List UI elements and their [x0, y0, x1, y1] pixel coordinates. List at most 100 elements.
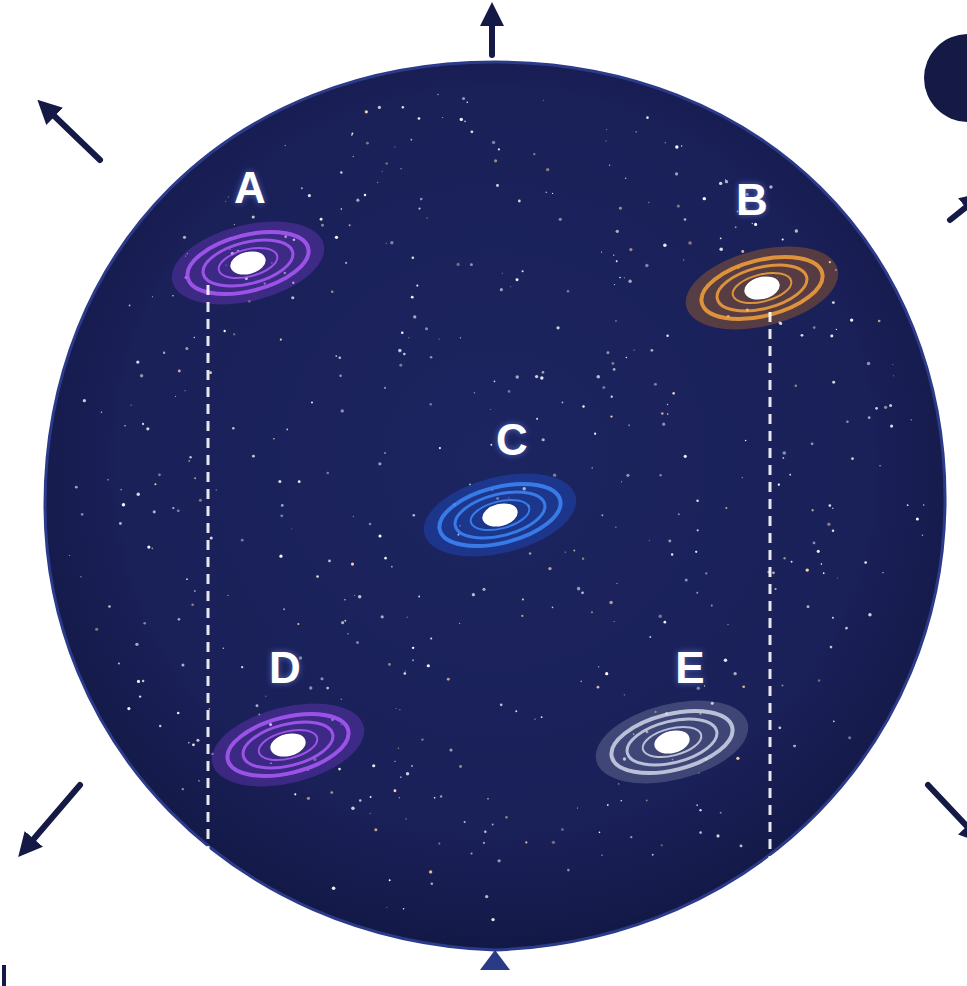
- star: [338, 356, 341, 359]
- star: [349, 224, 351, 226]
- star: [431, 883, 434, 886]
- galaxy-halo: [677, 232, 847, 343]
- star: [95, 628, 98, 631]
- star: [724, 659, 727, 662]
- star: [411, 296, 414, 299]
- star: [421, 738, 423, 740]
- star: [783, 557, 785, 559]
- star: [449, 748, 452, 751]
- star: [867, 362, 870, 365]
- star: [352, 156, 353, 157]
- star: [75, 486, 78, 489]
- star: [307, 797, 310, 800]
- star: [515, 710, 517, 712]
- star: [194, 477, 196, 479]
- star: [234, 224, 235, 225]
- star: [619, 277, 621, 279]
- star: [609, 164, 610, 165]
- star: [147, 546, 150, 549]
- star: [794, 384, 797, 387]
- star: [331, 290, 334, 293]
- star: [403, 353, 406, 356]
- star: [626, 474, 629, 477]
- corner-mark: [2, 965, 6, 986]
- star: [101, 411, 102, 412]
- star: [281, 504, 284, 507]
- star: [189, 456, 192, 459]
- galaxy-core: [228, 248, 268, 278]
- star: [354, 595, 355, 596]
- star: [695, 551, 697, 553]
- star: [378, 462, 381, 465]
- galaxy-arm: [198, 232, 297, 294]
- star: [316, 575, 319, 578]
- star: [427, 218, 428, 219]
- star: [153, 510, 156, 513]
- star: [521, 615, 523, 617]
- star: [378, 106, 381, 109]
- star: [681, 145, 682, 146]
- star: [460, 337, 462, 339]
- star: [818, 679, 820, 681]
- star: [807, 605, 810, 608]
- star: [119, 522, 122, 525]
- star: [408, 337, 409, 338]
- star: [522, 270, 524, 272]
- star: [615, 320, 617, 322]
- star: [320, 218, 323, 221]
- star: [487, 798, 489, 800]
- star: [118, 662, 120, 664]
- galaxy-arm: [221, 703, 355, 787]
- star: [614, 621, 615, 622]
- star: [311, 402, 313, 404]
- star: [733, 672, 736, 675]
- star: [649, 636, 651, 638]
- star: [688, 241, 692, 245]
- star: [577, 807, 578, 808]
- star: [830, 335, 833, 338]
- star: [581, 681, 582, 682]
- star: [241, 539, 244, 542]
- star: [916, 518, 919, 521]
- star: [882, 572, 883, 573]
- star: [699, 809, 701, 811]
- galaxy: [203, 689, 373, 800]
- star: [265, 696, 266, 697]
- star: [605, 672, 608, 675]
- star: [727, 624, 728, 625]
- star: [411, 765, 413, 767]
- star: [369, 523, 372, 526]
- star: [152, 547, 154, 549]
- star: [108, 605, 111, 608]
- star: [120, 489, 122, 491]
- star: [793, 745, 796, 748]
- star: [209, 371, 212, 374]
- star: [645, 264, 649, 268]
- star: [781, 684, 783, 686]
- star: [630, 836, 632, 838]
- star: [582, 405, 584, 407]
- star: [406, 772, 409, 775]
- star: [374, 828, 377, 831]
- arrow: [26, 785, 80, 848]
- star: [607, 804, 609, 806]
- star: [129, 305, 131, 307]
- star: [677, 204, 680, 207]
- star: [152, 296, 153, 297]
- star: [811, 442, 814, 445]
- star: [573, 550, 575, 552]
- star: [345, 262, 347, 264]
- star: [398, 349, 402, 353]
- star: [494, 159, 497, 162]
- star: [837, 577, 838, 578]
- star: [742, 477, 743, 478]
- star: [518, 200, 521, 203]
- star: [633, 349, 634, 350]
- star: [769, 185, 772, 188]
- star: [378, 535, 381, 538]
- star: [543, 100, 544, 101]
- star: [330, 791, 333, 794]
- galaxy-label: A: [234, 166, 266, 210]
- star: [667, 404, 668, 405]
- star: [598, 666, 599, 667]
